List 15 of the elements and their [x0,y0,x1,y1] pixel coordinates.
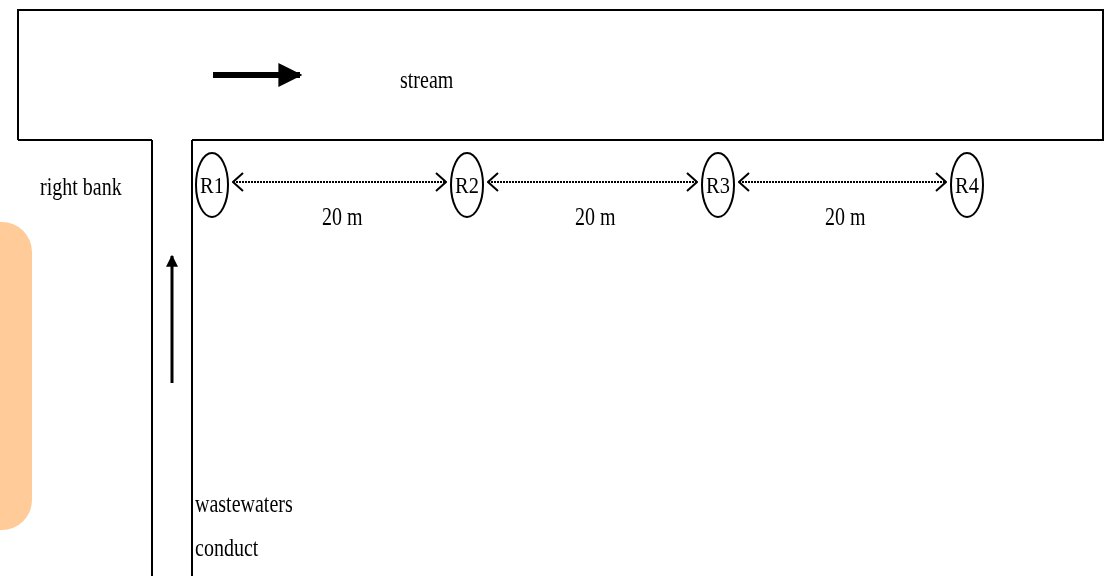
site-ellipse [450,152,484,218]
site-label: R4 [955,171,979,199]
site-label: R2 [455,171,479,199]
double-arrow [487,172,698,192]
double-arrow [738,172,947,192]
site-ellipse [701,152,735,218]
site-ellipse [195,152,229,218]
bank-label: right bank [40,174,122,199]
conduit-label: wastewaters conduct [195,489,291,563]
site-ellipse [950,152,984,218]
double-arrow [232,172,447,192]
site-label: R3 [706,171,730,199]
stream-label: stream [400,67,454,92]
site-label: R1 [200,171,224,199]
stream-channel [17,9,1104,140]
